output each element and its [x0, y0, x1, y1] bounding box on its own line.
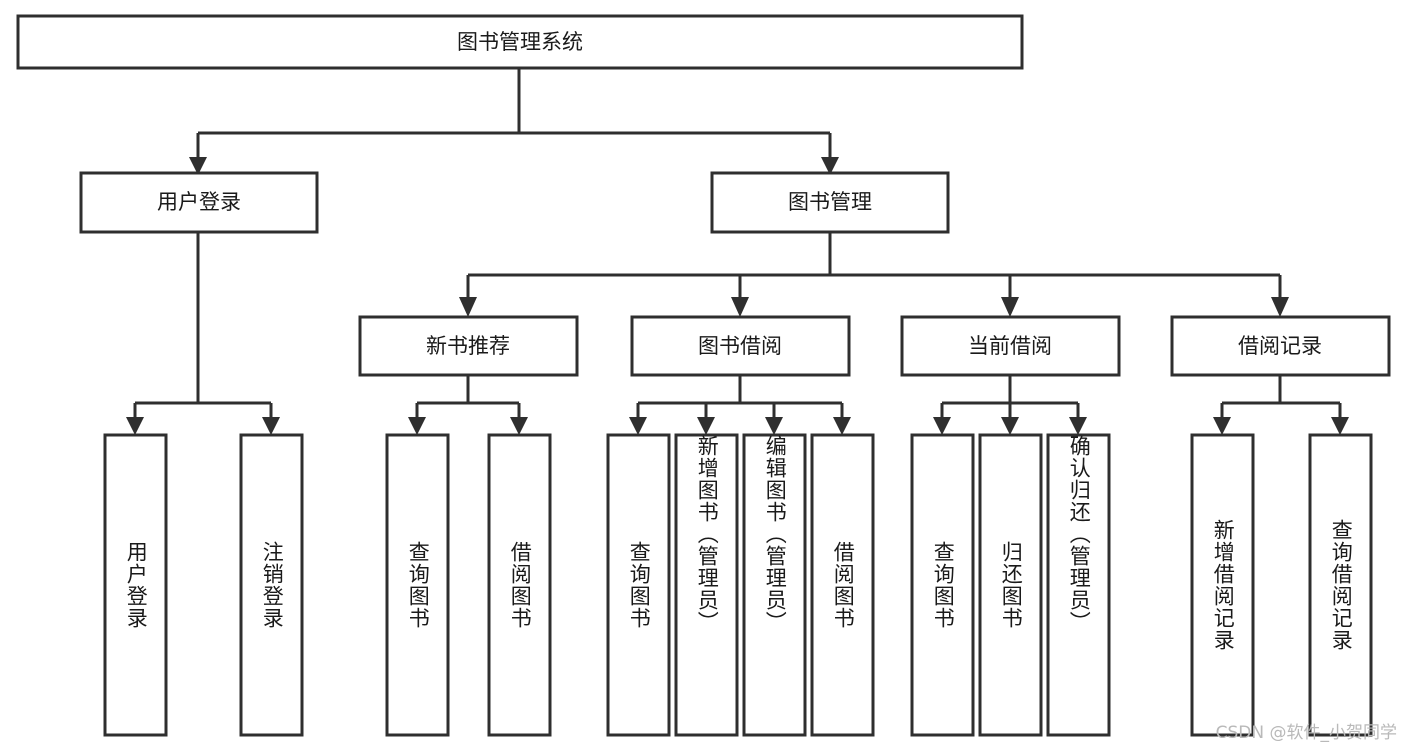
arrow-bm-to-borrow	[731, 297, 749, 317]
node-current-borrow-box[interactable]	[900, 315, 1121, 377]
arrow-bb-leaf-4	[833, 417, 851, 435]
node-book-borrow-label: 图书借阅	[698, 334, 782, 358]
arrow-br-leaf-1	[1213, 417, 1231, 435]
arrow-bm-to-current	[1001, 297, 1019, 317]
leaf-confirm-return-box[interactable]	[1046, 433, 1111, 737]
arrow-nr-leaf-1	[408, 417, 426, 435]
arrow-bb-leaf-1	[629, 417, 647, 435]
arrow-bb-leaf-3	[765, 417, 783, 435]
node-user-login-label: 用户登录	[157, 190, 241, 214]
node-book-manage-box[interactable]	[710, 171, 950, 234]
arrow-br-leaf-2	[1331, 417, 1349, 435]
arrow-bb-leaf-2	[697, 417, 715, 435]
arrow-root-to-book-manage	[821, 157, 839, 175]
leaf-borrow-book-1-box[interactable]	[487, 433, 552, 737]
leaf-return-book-box[interactable]	[978, 433, 1043, 737]
node-new-book-recommend-label: 新书推荐	[426, 334, 510, 358]
node-book-borrow-box[interactable]	[630, 315, 851, 377]
arrow-cb-leaf-1	[933, 417, 951, 435]
leaf-add-book-box[interactable]	[674, 433, 739, 737]
arrow-cb-leaf-2	[1001, 417, 1019, 435]
edge-layer	[126, 68, 1349, 435]
arrow-nr-leaf-2	[510, 417, 528, 435]
node-user-login-box[interactable]	[79, 171, 319, 234]
node-borrow-record-box[interactable]	[1170, 315, 1391, 377]
leaf-logout-box[interactable]	[239, 433, 304, 737]
node-layer: 图书管理系统 用户登录 图书管理 新书推荐 图书借阅 当前借阅 借阅记录	[16, 14, 1391, 737]
leaf-query-book-3-box[interactable]	[910, 433, 975, 737]
leaf-add-record-box[interactable]	[1190, 433, 1255, 737]
leaf-query-book-2-box[interactable]	[606, 433, 671, 737]
arrow-ul-leaf-2	[262, 417, 280, 435]
arrow-ul-leaf-1	[126, 417, 144, 435]
csdn-watermark: CSDN @软件_小贺同学	[1215, 723, 1397, 743]
node-borrow-record-label: 借阅记录	[1238, 334, 1322, 358]
node-book-manage-label: 图书管理	[788, 190, 872, 214]
node-root-box[interactable]	[16, 14, 1024, 70]
arrow-bm-to-recommend	[459, 297, 477, 317]
leaf-edit-book-box[interactable]	[742, 433, 807, 737]
arrow-bm-to-record	[1271, 297, 1289, 317]
arrow-cb-leaf-3	[1069, 417, 1087, 435]
leaf-query-record-box[interactable]	[1308, 433, 1373, 737]
leaf-borrow-book-2-box[interactable]	[810, 433, 875, 737]
node-new-book-recommend-box[interactable]	[358, 315, 579, 377]
node-root-label: 图书管理系统	[457, 30, 583, 54]
node-current-borrow-label: 当前借阅	[968, 334, 1052, 358]
leaf-user-login-box[interactable]	[103, 433, 168, 737]
leaf-query-book-1-box[interactable]	[385, 433, 450, 737]
arrow-root-to-user-login	[189, 157, 207, 175]
